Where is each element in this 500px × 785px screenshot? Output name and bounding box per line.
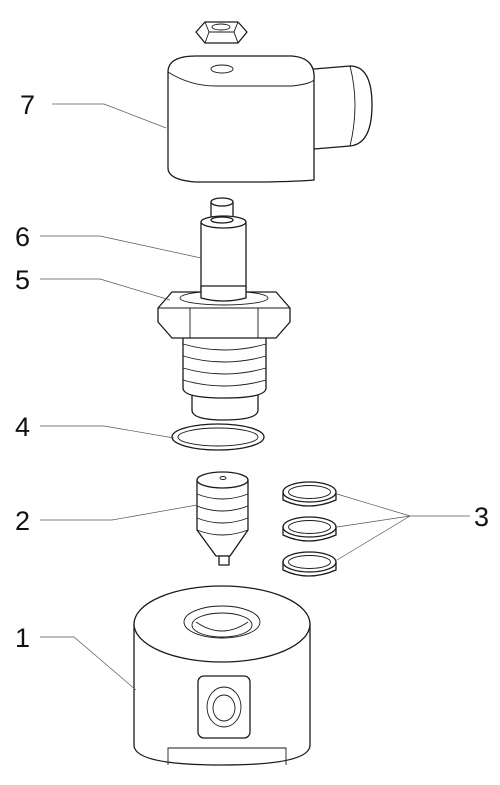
part-6-plunger-stem <box>200 197 247 299</box>
top-nut <box>195 21 248 44</box>
callout-7: 7 <box>20 90 35 120</box>
callout-5: 5 <box>15 265 30 295</box>
part-2-valve-seat <box>196 471 249 566</box>
part-4-o-ring <box>171 423 265 451</box>
part-1-valve-body <box>133 585 311 766</box>
callout-labels: 7 6 5 4 2 3 1 <box>15 90 489 653</box>
callout-4: 4 <box>15 412 30 442</box>
leader-lines <box>40 103 470 691</box>
callout-6: 6 <box>15 222 30 252</box>
callout-2: 2 <box>15 506 30 536</box>
part-7-solenoid-coil <box>167 55 373 183</box>
callout-3: 3 <box>474 502 489 532</box>
part-3-rings <box>282 481 337 577</box>
callout-1: 1 <box>15 623 30 653</box>
part-5-threaded-hex-body <box>157 285 291 421</box>
